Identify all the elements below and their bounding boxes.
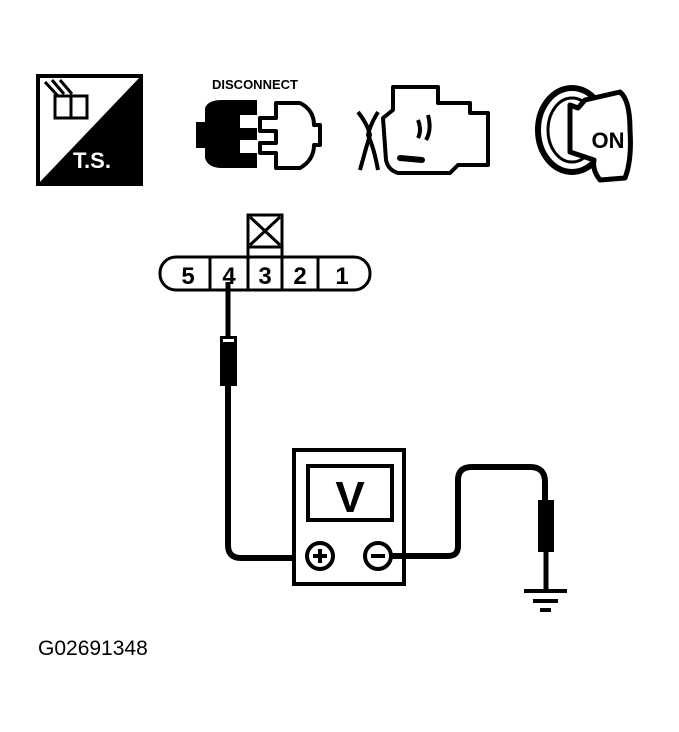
pin-1: 1 (335, 263, 348, 290)
pin-3: 3 (258, 263, 271, 290)
engine-icon (356, 85, 490, 175)
negative-probe-lead (391, 464, 554, 590)
troubleshooting-icon: T.S. (36, 74, 143, 186)
ignition-key-on-icon: ON (535, 85, 633, 183)
positive-probe-lead (220, 282, 308, 561)
connector-face: 5 4 3 2 1 (158, 213, 372, 292)
ignition-on-label: ON (592, 128, 625, 153)
meter-display: V (335, 473, 365, 522)
disconnect-label: DISCONNECT (212, 77, 298, 92)
ts-label: T.S. (73, 148, 111, 173)
disconnect-icon: DISCONNECT (196, 77, 322, 170)
voltmeter: V (292, 448, 406, 586)
pin-2: 2 (293, 263, 306, 290)
ground-symbol-icon (524, 589, 567, 612)
figure-id: G02691348 (38, 637, 148, 660)
pin-5: 5 (181, 263, 194, 290)
